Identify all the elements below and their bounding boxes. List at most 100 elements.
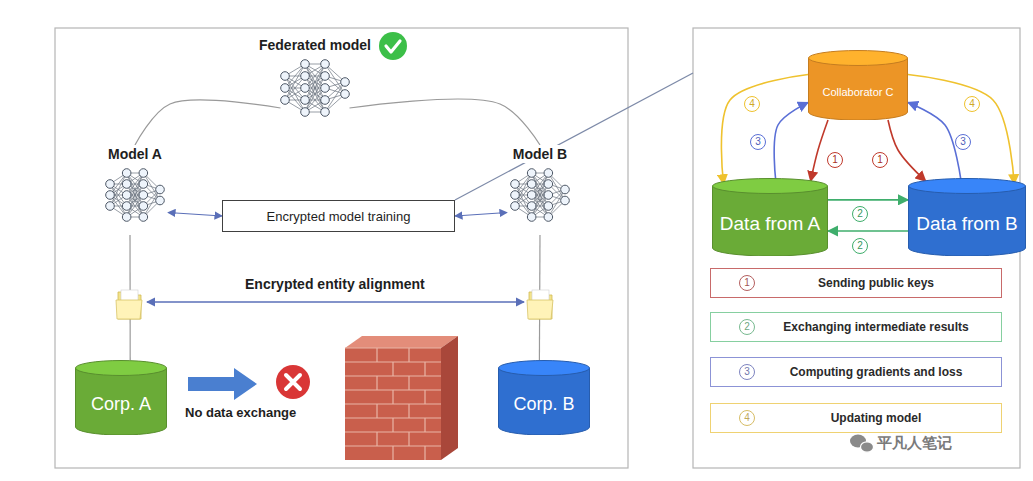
connector xyxy=(721,75,808,185)
neural-net-icon xyxy=(509,167,571,223)
neural-net-icon-part xyxy=(511,202,520,211)
brick-wall-part xyxy=(345,375,441,376)
neural-net-icon-part xyxy=(527,180,536,189)
cylinder-shape-part xyxy=(499,368,590,435)
neural-net-icon-part xyxy=(139,169,148,178)
connector xyxy=(908,103,961,182)
neural-net-icon-part xyxy=(110,173,127,206)
text-label: No data exchange xyxy=(185,405,296,420)
brick-wall-part xyxy=(424,446,425,460)
forbidden-icon-part xyxy=(286,375,300,389)
neural-net-icon-part xyxy=(122,169,131,178)
node-text: Model A xyxy=(105,145,165,163)
brick-wall-part xyxy=(392,418,393,432)
neural-net-icon-part xyxy=(139,191,148,200)
folder-icon-part xyxy=(116,300,142,319)
model-icon: Federated model xyxy=(240,36,390,136)
node-text: Federated model xyxy=(256,36,374,54)
neural-net-icon-part xyxy=(285,64,305,100)
neural-net-icon-part xyxy=(321,108,330,117)
cylinder-shape-part xyxy=(809,51,908,66)
callout-number: 2 xyxy=(852,206,868,222)
neural-net-icon-part xyxy=(527,202,536,211)
node-text: Data from B xyxy=(916,214,1017,235)
legend-item: 3Computing gradients and loss xyxy=(710,357,1002,387)
neural-net-icon-part xyxy=(511,191,520,200)
watermark: 平凡人笔记 xyxy=(877,434,952,453)
node-text: Collaborator C xyxy=(823,86,894,98)
node-text: Model B xyxy=(510,145,570,163)
neural-net-icon-part xyxy=(527,191,536,200)
callout-number: 3 xyxy=(955,134,971,150)
brick-wall-part xyxy=(424,418,425,432)
entity-alignment-line xyxy=(147,302,524,303)
brick-wall-part xyxy=(345,348,441,460)
brick-wall-part xyxy=(392,390,393,404)
brick-wall-part xyxy=(376,376,377,390)
neural-net-icon-part xyxy=(281,96,290,105)
neural-net-icon-part xyxy=(127,184,144,217)
neural-net-icon xyxy=(279,58,351,118)
brick-wall-part xyxy=(408,404,409,418)
check-icon-part xyxy=(386,41,400,52)
neural-net-icon-part xyxy=(301,72,310,81)
brick-wall-part xyxy=(376,404,377,418)
brick-wall-part xyxy=(345,403,441,404)
neural-net-icon-part xyxy=(544,213,553,222)
neural-net-icon-part xyxy=(341,90,350,99)
cylinder-shape xyxy=(808,50,908,120)
neural-net-icon-part xyxy=(139,202,148,211)
neural-net-icon-part xyxy=(544,202,553,211)
brick-wall-part xyxy=(424,362,425,376)
neural-net-icon-part xyxy=(139,180,148,189)
neural-net-icon-part xyxy=(301,108,310,117)
folder-icon-part xyxy=(527,300,553,319)
brick-wall-part xyxy=(376,348,377,362)
neural-net-icon-part xyxy=(321,84,330,93)
neural-net-icon-part xyxy=(532,184,549,217)
callout-number: 3 xyxy=(739,364,755,380)
connector xyxy=(828,230,908,232)
model-icon: Model A xyxy=(85,145,185,235)
neural-net-icon-part xyxy=(321,96,330,105)
legend-text: Exchanging intermediate results xyxy=(783,320,968,334)
callout-number: 1 xyxy=(739,275,755,291)
connector xyxy=(135,100,281,145)
neural-net-icon-part xyxy=(341,78,350,87)
brick-wall xyxy=(345,336,458,460)
neural-net-icon-part xyxy=(561,196,570,205)
brick-wall-part xyxy=(408,348,409,362)
brick-wall-part xyxy=(345,347,441,348)
cylinder-shape-part xyxy=(909,186,1026,256)
legend-item: 1Sending public keys xyxy=(710,268,1002,298)
neural-net-icon-part xyxy=(122,202,131,211)
cylinder-shape-part xyxy=(909,179,1026,194)
brick-wall-part xyxy=(441,336,458,460)
entity-alignment-line-part xyxy=(147,301,524,302)
callout-number: 1 xyxy=(872,152,888,168)
cylinder-shape-part xyxy=(499,361,590,376)
callout-number: 3 xyxy=(750,134,766,150)
folder-icon xyxy=(527,290,553,319)
neural-net-icon-part xyxy=(305,76,325,112)
model-icon: Model B xyxy=(490,145,590,235)
neural-net-icon-part xyxy=(527,169,536,178)
connector xyxy=(455,213,507,217)
cylinder-shape-part xyxy=(713,186,828,256)
neural-net-icon-part xyxy=(122,180,131,189)
neural-net-icon-part xyxy=(106,202,115,211)
database-cylinder: Data from B xyxy=(908,178,1026,256)
neural-net-icon xyxy=(104,167,166,223)
neural-net-icon-part xyxy=(561,185,570,194)
callout-number: 2 xyxy=(852,238,868,254)
neural-net-icon-part xyxy=(544,191,553,200)
brick-wall-part xyxy=(345,336,458,348)
brick-wall-part xyxy=(408,376,409,390)
neural-net-icon-part xyxy=(515,173,532,206)
neural-net-icon-part xyxy=(281,72,290,81)
connector xyxy=(908,75,1014,185)
neural-net-icon-part xyxy=(301,60,310,69)
folder-icon xyxy=(116,290,142,319)
